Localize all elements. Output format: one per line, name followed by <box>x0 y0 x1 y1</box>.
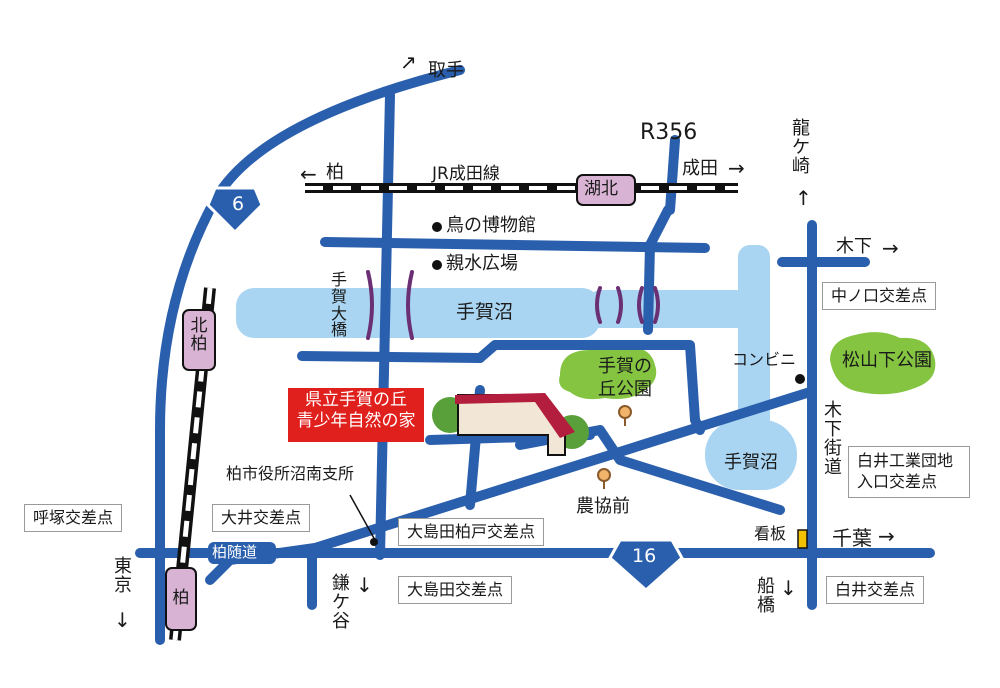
facility-line2: 青少年自然の家 <box>296 411 416 432</box>
park-layer <box>559 332 936 400</box>
road-r356c <box>643 240 655 335</box>
road-row1 <box>320 237 710 253</box>
shield-16-label: 16 <box>632 545 657 567</box>
shield-6-label: 6 <box>232 193 245 215</box>
teganuma-channel <box>590 290 746 328</box>
station-kashiwa <box>165 567 197 631</box>
arrow-tokyo: ↓ <box>114 608 131 632</box>
jr-line-label: JR成田線 <box>432 164 500 184</box>
city-office-label: 柏市役所沼南支所 <box>226 464 355 483</box>
city-office-dot <box>370 538 378 546</box>
shield-6 <box>206 186 264 235</box>
box-nakanokuchi: 中ノ口交差点 <box>822 282 937 311</box>
facility-line1: 県立手賀の丘 <box>305 390 407 410</box>
station-kita-kashiwa-label: 北柏 <box>190 316 208 354</box>
arrow-chiba: → <box>878 524 895 548</box>
facility-building <box>432 393 589 456</box>
dir-ryugasaki: 龍ケ崎 <box>792 118 810 177</box>
r356-label: R356 <box>640 120 698 145</box>
kashiwa-zuido-label-bg <box>208 542 276 564</box>
teganuma-lower-label: 手賀沼 <box>724 452 778 473</box>
teganuma-main <box>236 288 600 338</box>
dir-chiba: 千葉 <box>832 526 872 550</box>
dir-toride: 取手 <box>428 60 464 81</box>
station-kita-kashiwa <box>182 309 216 371</box>
shinsui-label: 親水広場 <box>446 253 518 274</box>
kinoshita-kaido-label: 木下街道 <box>824 400 842 478</box>
kashiwa-zuido-label: 柏随道 <box>212 543 258 561</box>
shinsui-dot <box>432 260 442 270</box>
arrow-kashiwa: ← <box>300 162 317 186</box>
road-r356 <box>665 135 680 215</box>
station-kohoku <box>576 174 636 206</box>
box-shiroi: 白井交差点 <box>826 576 925 605</box>
bird-museum-dot <box>432 222 442 232</box>
route-shields <box>206 186 684 593</box>
road-r356b <box>645 205 673 250</box>
matsuyamashita-park-green <box>830 332 936 395</box>
noukyou-label: 農協前 <box>576 496 630 517</box>
arrow-funabashi: ↓ <box>780 576 797 600</box>
signboard-icon <box>797 529 808 549</box>
box-oshimada-kashiwado: 大島田柏戸交差点 <box>398 518 545 547</box>
signboard-label: 看板 <box>754 524 787 543</box>
station-kohoku-label: 湖北 <box>584 179 618 199</box>
dir-kamagaya: 鎌ケ谷 <box>332 573 350 632</box>
facility-badge: 県立手賀の丘 青少年自然の家 <box>288 388 424 442</box>
road-diag1 <box>310 387 815 553</box>
box-oshimada: 大島田交差点 <box>398 576 513 605</box>
dir-funabashi: 船橋 <box>757 576 775 616</box>
arrow-kinoshita: → <box>882 236 899 260</box>
teganuma-lower <box>705 420 797 490</box>
tega-bridge-label: 手賀大橋 <box>330 270 347 340</box>
teganuma-label: 手賀沼 <box>456 301 514 323</box>
stations <box>165 174 636 631</box>
road-kita-v <box>375 90 395 560</box>
pins <box>597 405 632 489</box>
convenience-dot <box>795 374 805 384</box>
dir-kinoshita: 木下 <box>836 236 872 257</box>
arrow-narita: → <box>728 156 745 180</box>
arrow-ryugasaki: ↑ <box>795 186 812 210</box>
box-ooi: 大井交差点 <box>212 504 311 533</box>
box-yobitsuka: 呼塚交差点 <box>24 504 123 533</box>
convenience-label: コンビニ <box>732 350 797 369</box>
tega-park-green <box>559 343 657 400</box>
dir-tokyo: 東京 <box>114 556 132 596</box>
shield-16 <box>608 538 684 593</box>
arrow-toride: ↗ <box>400 50 417 74</box>
bird-museum-label: 鳥の博物館 <box>446 215 536 236</box>
box-shiroi-kogyo: 白井工業団地入口交差点 <box>848 446 970 498</box>
arrow-kamagaya: ↓ <box>356 573 373 597</box>
water-layer <box>236 245 797 490</box>
bridge-marks <box>366 270 660 340</box>
road-row2 <box>297 351 485 363</box>
dir-narita: 成田 <box>682 158 718 179</box>
dir-kashiwa: 柏 <box>326 162 344 183</box>
leader-line <box>349 494 376 541</box>
station-kashiwa-label: 柏 <box>172 588 190 608</box>
tega-park-label: 手賀の丘公園 <box>598 356 652 400</box>
matsuyamashita-label: 松山下公園 <box>842 350 932 371</box>
